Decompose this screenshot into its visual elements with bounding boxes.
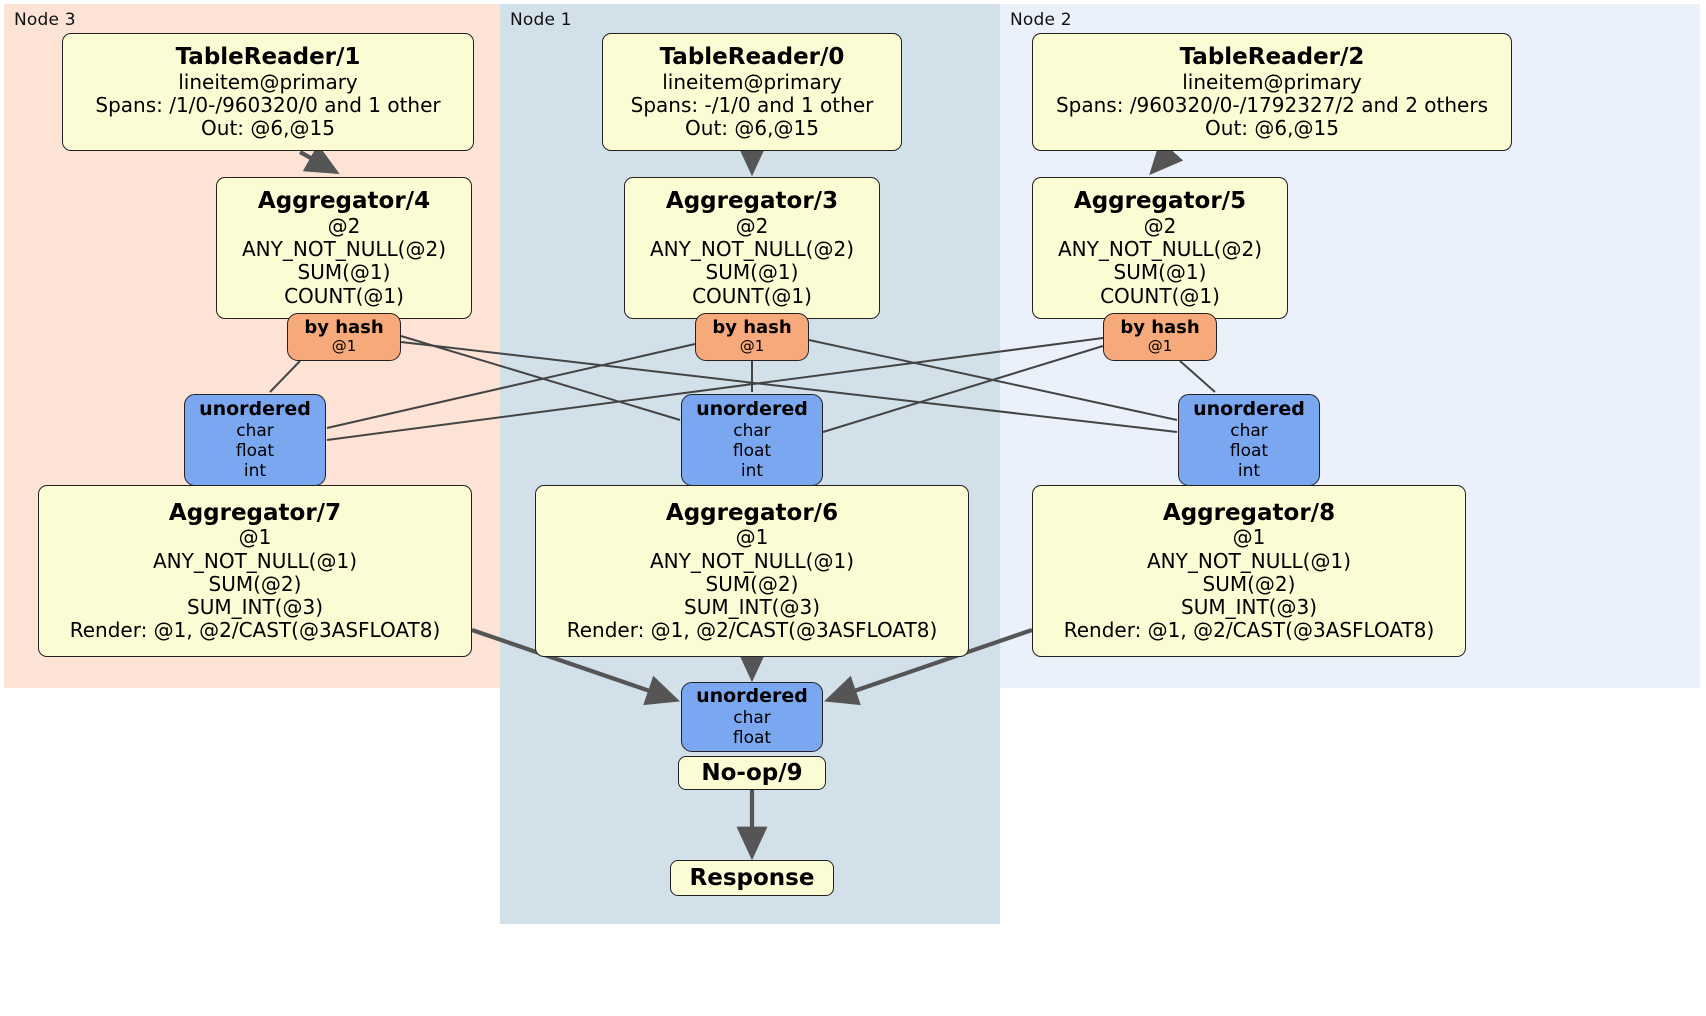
router-title: by hash	[712, 317, 792, 339]
processor-detail: ANY_NOT_NULL(@2)	[242, 237, 446, 262]
synchronizer-detail: int	[740, 460, 764, 481]
processor-title: Aggregator/7	[168, 499, 342, 526]
processor-title: Aggregator/4	[257, 188, 431, 215]
processor-detail: lineitem@primary	[178, 69, 358, 94]
processor-detail: @1	[1232, 525, 1266, 550]
processor-detail: Out: @6,@15	[685, 115, 819, 140]
synchronizer-detail: char	[236, 420, 274, 441]
processor-detail: COUNT(@1)	[692, 283, 812, 308]
processor-detail: Out: @6,@15	[1205, 115, 1339, 140]
processor-detail: ANY_NOT_NULL(@1)	[1147, 548, 1351, 573]
processor-detail: ANY_NOT_NULL(@2)	[1058, 237, 1262, 262]
processor-detail: SUM_INT(@3)	[684, 594, 820, 619]
processor-title: Aggregator/8	[1162, 499, 1336, 526]
processor-detail: SUM(@2)	[1202, 571, 1296, 596]
node-label: Node 1	[510, 10, 572, 30]
processor-detail: Out: @6,@15	[201, 115, 335, 140]
processor-detail: Render: @1, @2/CAST(@3ASFLOAT8)	[69, 618, 441, 643]
processor-title: Aggregator/5	[1073, 188, 1247, 215]
processor-detail: Spans: -/1/0 and 1 other	[630, 92, 874, 117]
terminal-title: No-op/9	[701, 760, 803, 786]
processor-detail: SUM_INT(@3)	[187, 594, 323, 619]
processor-title: Aggregator/6	[665, 499, 839, 526]
processor-detail: lineitem@primary	[662, 69, 842, 94]
synchronizer-detail: char	[733, 707, 771, 728]
router-title: by hash	[304, 317, 384, 339]
synchronizer-detail: float	[732, 727, 772, 748]
processor-detail: ANY_NOT_NULL(@2)	[650, 237, 854, 262]
processor-detail: SUM(@2)	[208, 571, 302, 596]
synchronizer-title: unordered	[1193, 398, 1305, 420]
processor-detail: SUM_INT(@3)	[1181, 594, 1317, 619]
processor-detail: Spans: /960320/0-/1792327/2 and 2 others	[1055, 92, 1488, 117]
synchronizer-detail: int	[1237, 460, 1261, 481]
terminal-response[interactable]: Response	[670, 860, 834, 896]
router-detail: @1	[1147, 337, 1173, 356]
synchronizer-detail: float	[235, 440, 275, 461]
terminal-title: Response	[689, 865, 815, 891]
synchronizer-title: unordered	[696, 685, 808, 708]
processor-detail: @2	[735, 213, 769, 238]
processor-detail: ANY_NOT_NULL(@1)	[153, 548, 357, 573]
processor-detail: SUM(@1)	[1113, 260, 1207, 285]
synchronizer-title: unordered	[696, 398, 808, 420]
processor-title: TableReader/1	[175, 43, 361, 70]
router-title: by hash	[1120, 317, 1200, 339]
processor-detail: ANY_NOT_NULL(@1)	[650, 548, 854, 573]
synchronizer-detail: int	[243, 460, 267, 481]
synchronizer-detail: char	[1230, 420, 1268, 441]
router-r4[interactable]: by hash@1	[287, 313, 401, 361]
processor-detail: @2	[1143, 213, 1177, 238]
processor-title: TableReader/2	[1179, 43, 1365, 70]
processor-detail: SUM(@1)	[705, 260, 799, 285]
processor-detail: Render: @1, @2/CAST(@3ASFLOAT8)	[566, 618, 938, 643]
synchronizer-detail: char	[733, 420, 771, 441]
synchronizer-title: unordered	[199, 398, 311, 420]
router-r5[interactable]: by hash@1	[1103, 313, 1217, 361]
router-detail: @1	[739, 337, 765, 356]
processor-detail: SUM(@1)	[297, 260, 391, 285]
synchronizer-detail: float	[1229, 440, 1269, 461]
processor-detail: lineitem@primary	[1182, 69, 1362, 94]
processor-detail: Render: @1, @2/CAST(@3ASFLOAT8)	[1063, 618, 1435, 643]
node-label: Node 2	[1010, 10, 1072, 30]
processor-detail: @2	[327, 213, 361, 238]
synchronizer-detail: float	[732, 440, 772, 461]
processor-title: Aggregator/3	[665, 188, 839, 215]
router-r3[interactable]: by hash@1	[695, 313, 809, 361]
processor-detail: COUNT(@1)	[284, 283, 404, 308]
processor-detail: @1	[238, 525, 272, 550]
node-label: Node 3	[14, 10, 76, 30]
router-detail: @1	[331, 337, 357, 356]
processor-detail: Spans: /1/0-/960320/0 and 1 other	[95, 92, 441, 117]
processor-detail: SUM(@2)	[705, 571, 799, 596]
processor-title: TableReader/0	[659, 43, 845, 70]
terminal-noop[interactable]: No-op/9	[678, 756, 826, 790]
processor-detail: COUNT(@1)	[1100, 283, 1220, 308]
processor-detail: @1	[735, 525, 769, 550]
